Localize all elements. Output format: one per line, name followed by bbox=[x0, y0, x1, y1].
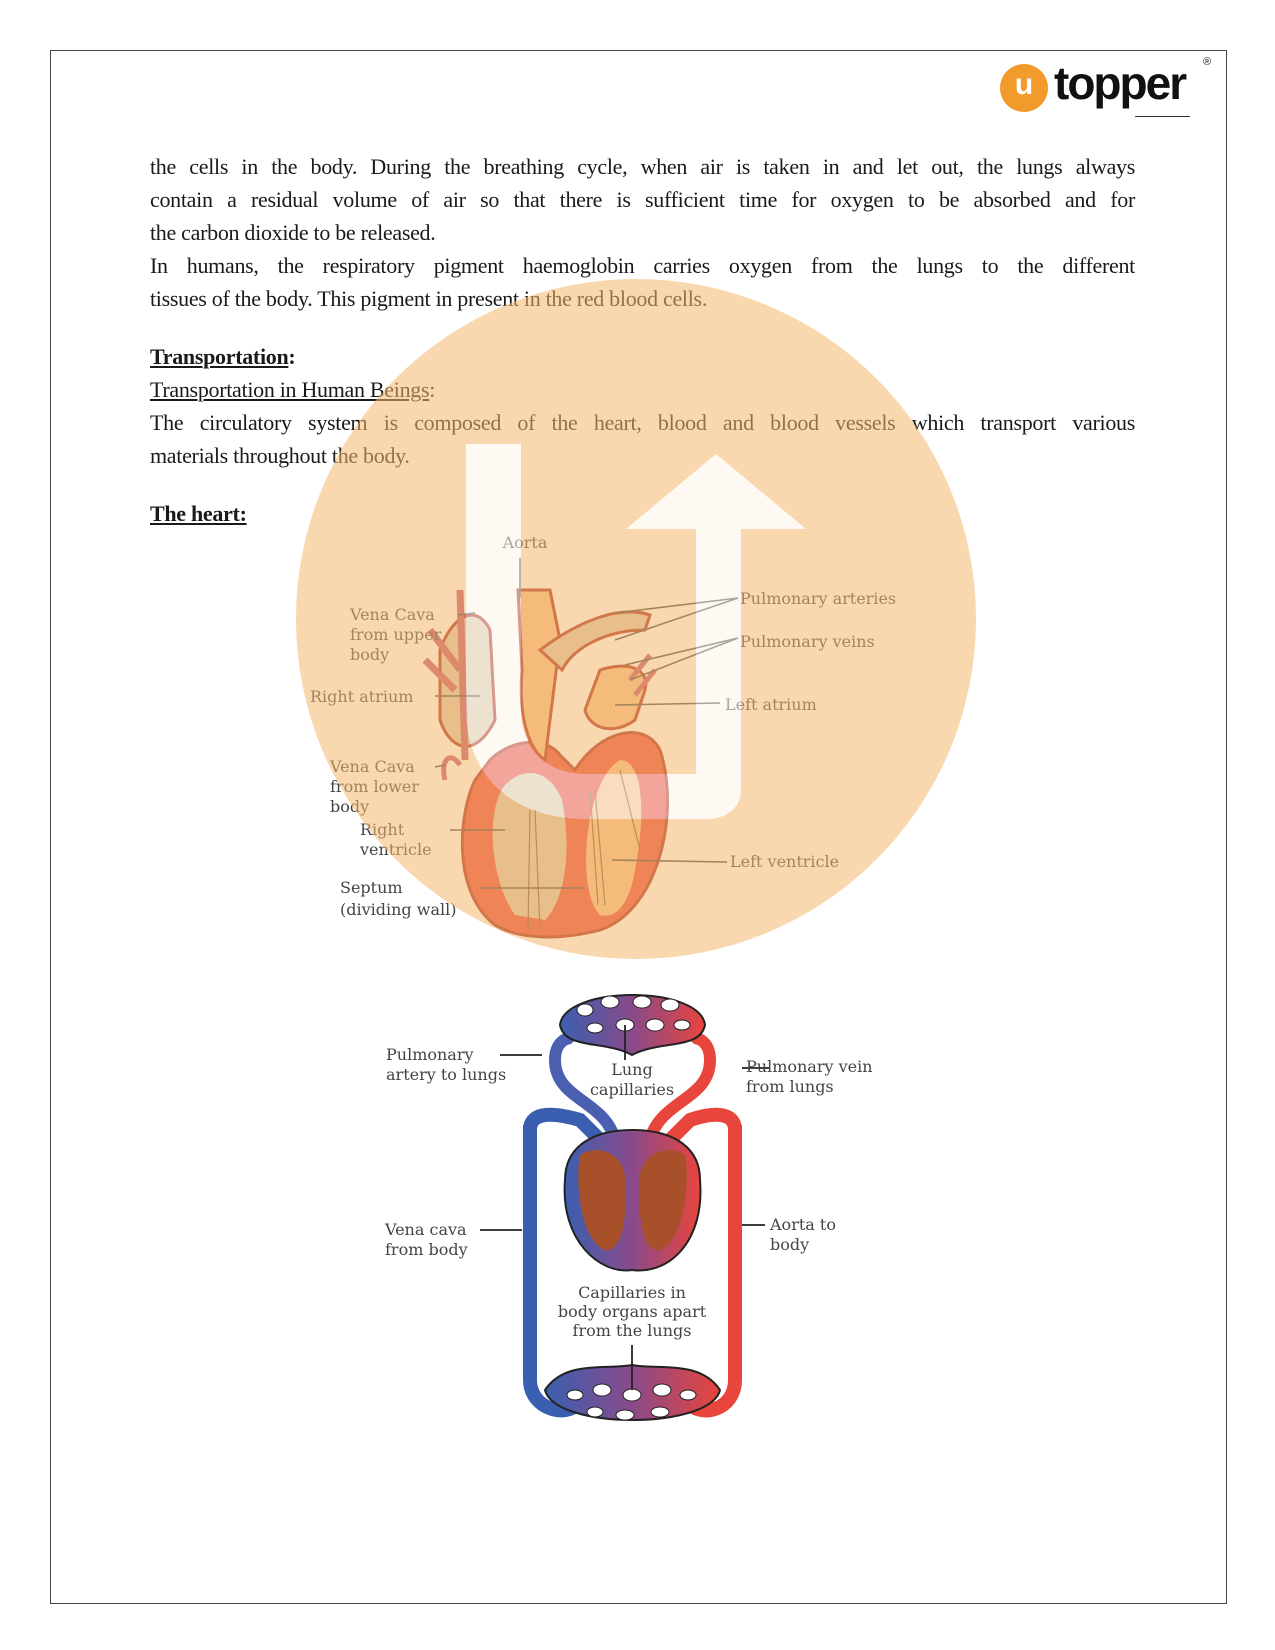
label-left-atrium: Left atrium bbox=[725, 695, 817, 714]
label-line: body bbox=[350, 645, 389, 664]
label-line: from lungs bbox=[746, 1077, 834, 1096]
label-line: from body bbox=[385, 1240, 468, 1259]
label-line: body bbox=[330, 797, 369, 816]
logo-tagline bbox=[1135, 112, 1190, 117]
label-line: from the lungs bbox=[573, 1321, 692, 1340]
heading-transportation: Transportation: bbox=[150, 340, 1135, 373]
subheading-text: Transportation in Human Beings bbox=[150, 377, 430, 402]
text-line: materials throughout the body. bbox=[150, 443, 410, 468]
label-line: Vena Cava bbox=[329, 757, 415, 776]
label-line: (dividing wall) bbox=[340, 900, 456, 919]
page-border bbox=[50, 50, 1227, 1604]
text-line: In humans, the respiratory pigment haemo… bbox=[150, 253, 1135, 278]
label-line: Pulmonary bbox=[386, 1045, 474, 1064]
text-line: the carbon dioxide to be released. bbox=[150, 220, 436, 245]
subheading-colon: : bbox=[429, 377, 436, 402]
registered-mark: ® bbox=[1203, 56, 1212, 68]
text-line: the cells in the body. During the breath… bbox=[150, 154, 1135, 179]
label-line: capillaries bbox=[590, 1080, 674, 1099]
circulation-illustration bbox=[523, 994, 742, 1421]
label-septum: Septum (dividing wall) bbox=[340, 878, 456, 919]
label-line: Right bbox=[360, 820, 405, 839]
heading-text: Transportation bbox=[150, 344, 289, 369]
label-line: Pulmonary vein bbox=[746, 1057, 873, 1076]
topper-logo: u topper ® bbox=[1000, 56, 1215, 122]
logo-u-icon: u bbox=[1000, 64, 1048, 112]
label-line: Capillaries in bbox=[578, 1283, 686, 1302]
heart-illustration bbox=[422, 588, 669, 939]
logo-mark: u bbox=[1014, 68, 1034, 101]
label-pulmonary-veins: Pulmonary veins bbox=[740, 632, 875, 651]
label-line: Vena cava bbox=[384, 1220, 467, 1239]
label-line: Vena Cava bbox=[349, 605, 435, 624]
label-aorta: Aorta bbox=[502, 533, 548, 552]
logo-wordmark: topper bbox=[1054, 57, 1187, 109]
label-line: from upper bbox=[350, 625, 442, 644]
subheading-human-beings: Transportation in Human Beings: bbox=[150, 373, 1135, 406]
label-line: Septum bbox=[340, 878, 403, 897]
text-line: contain a residual volume of air so that… bbox=[150, 187, 1135, 212]
label-line: artery to lungs bbox=[386, 1065, 506, 1084]
text-line: The circulatory system is composed of th… bbox=[150, 410, 1135, 435]
label-line: body organs apart bbox=[558, 1302, 707, 1321]
heading-text: The heart: bbox=[150, 501, 247, 526]
label-leader-lines bbox=[480, 1025, 770, 1390]
heading-the-heart: The heart: bbox=[150, 497, 1135, 530]
label-line: ventricle bbox=[359, 840, 432, 859]
label-line: Aorta to bbox=[769, 1215, 836, 1234]
label-line: from lower bbox=[330, 777, 419, 796]
text-line: tissues of the body. This pigment in pre… bbox=[150, 286, 708, 311]
label-line: body bbox=[770, 1235, 809, 1254]
paragraph-residual-air: the cells in the body. During the breath… bbox=[150, 150, 1135, 249]
label-left-ventricle: Left ventricle bbox=[730, 852, 839, 871]
paragraph-circulatory-system: The circulatory system is composed of th… bbox=[150, 406, 1135, 472]
label-pulmonary-arteries: Pulmonary arteries bbox=[740, 589, 896, 608]
paragraph-haemoglobin: In humans, the respiratory pigment haemo… bbox=[150, 249, 1135, 315]
label-line: Lung bbox=[611, 1060, 652, 1079]
heading-colon: : bbox=[288, 344, 296, 369]
label-right-atrium: Right atrium bbox=[310, 687, 413, 706]
